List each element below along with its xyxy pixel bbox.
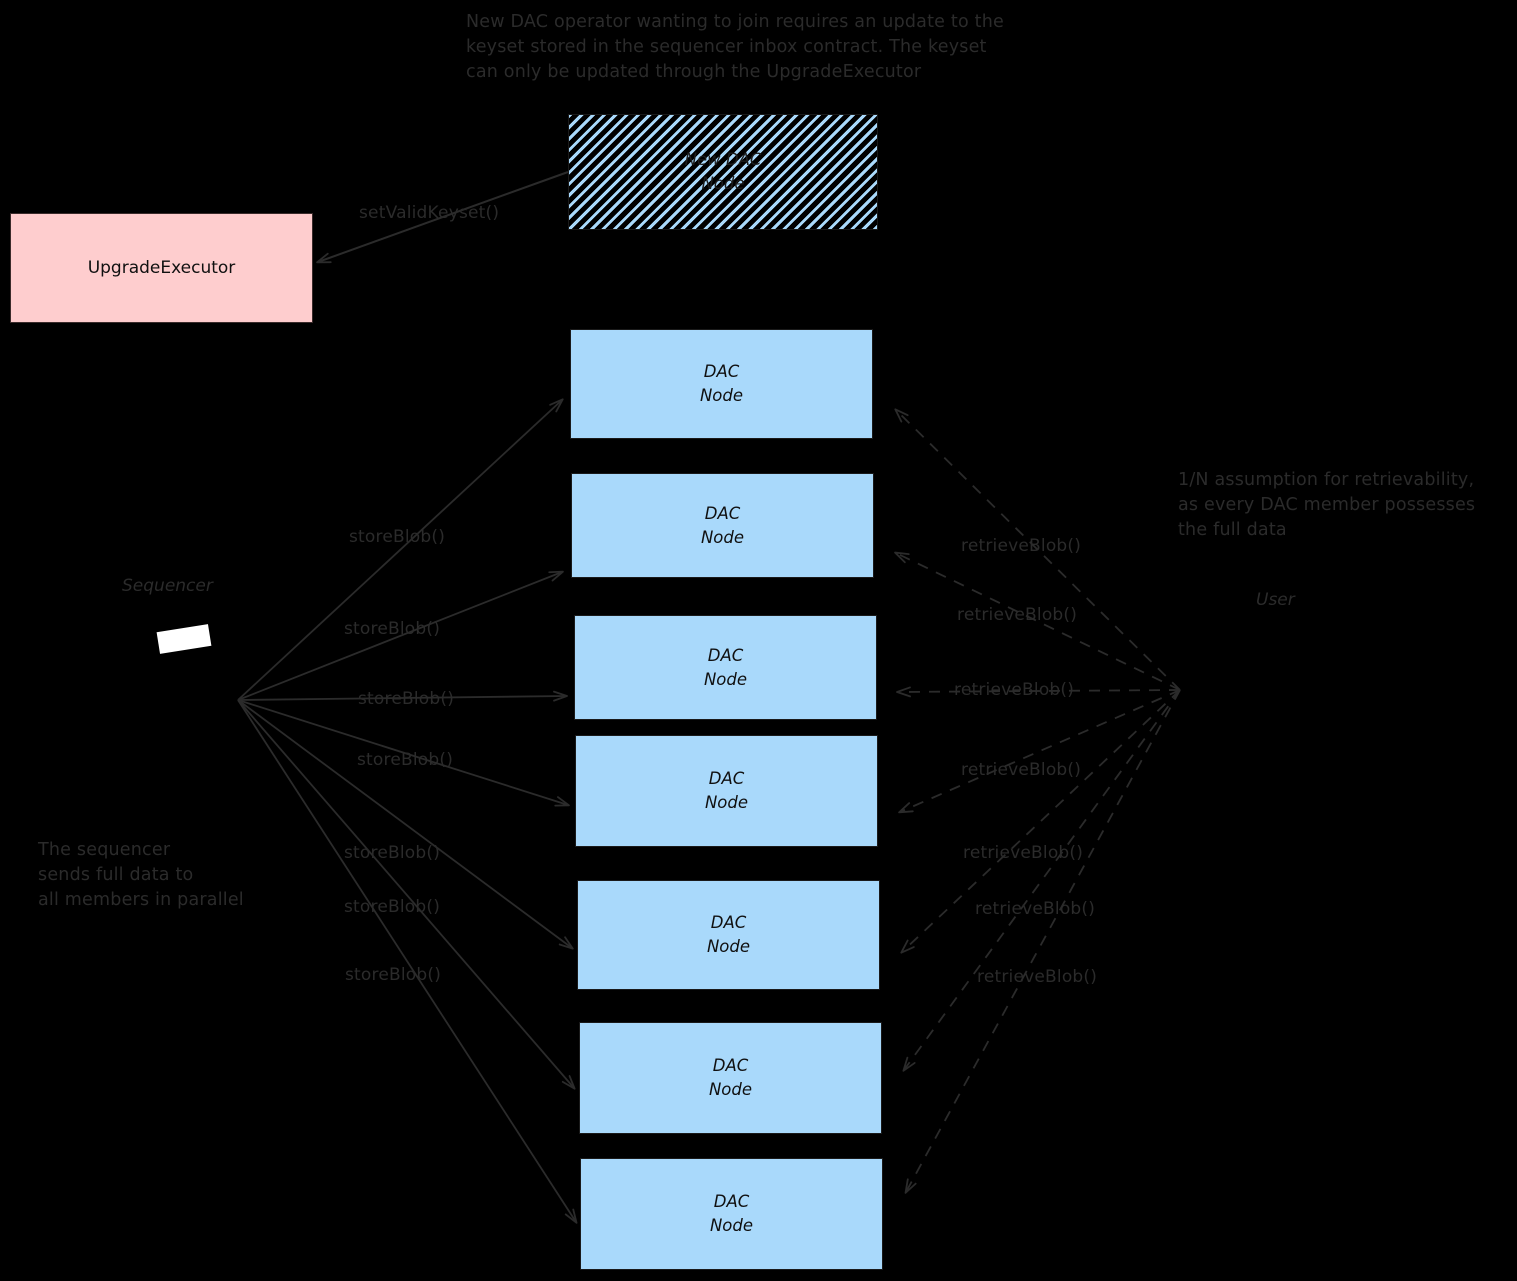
edge-retrieve-blob-5 xyxy=(900,689,1181,954)
edge-label-retrieve-blob-2: retrieveBlob() xyxy=(957,605,1078,625)
edge-label-retrieve-blob-1: retrieveBlob() xyxy=(961,536,1082,556)
edge-retrieve-blob-1 xyxy=(894,408,1181,691)
edge-label-retrieve-blob-6: retrieveBlob() xyxy=(975,899,1096,919)
edge-store-blob-1 xyxy=(237,398,564,701)
dac-node-5-line1: DAC xyxy=(710,913,747,932)
dac-node-3-line2: Node xyxy=(703,669,748,689)
dac-node-7[interactable]: DAC Node xyxy=(580,1158,883,1270)
note-left: The sequencer sends full data to all mem… xyxy=(38,840,244,910)
new-dac-node-line2: Node xyxy=(701,174,745,193)
edge-store-blob-6 xyxy=(237,699,576,1090)
edge-set-valid-keyset xyxy=(316,171,569,264)
edge-label-store-blob-3: storeBlob() xyxy=(358,689,455,709)
edge-retrieve-blob-6 xyxy=(902,689,1181,1072)
dac-node-3-line1: DAC xyxy=(707,645,744,665)
dac-node-5[interactable]: DAC Node xyxy=(577,880,880,990)
edge-group-store-blob xyxy=(237,398,578,1224)
edge-label-store-blob-7: storeBlob() xyxy=(345,965,442,985)
dac-node-4-line2: Node xyxy=(704,793,749,812)
dac-node-1-line1: DAC xyxy=(703,362,740,381)
edge-label-set-valid-keyset: setValidKeyset() xyxy=(359,203,500,223)
dac-node-7-line1: DAC xyxy=(713,1192,750,1211)
edge-label-retrieve-blob-5: retrieveBlob() xyxy=(963,843,1084,863)
edge-retrieve-blob-4 xyxy=(898,689,1181,814)
dac-node-6[interactable]: DAC Node xyxy=(579,1022,882,1134)
dac-node-6-line2: Node xyxy=(708,1080,753,1099)
dac-node-4-line1: DAC xyxy=(708,769,745,788)
edge-retrieve-blob-2 xyxy=(894,551,1181,691)
new-dac-node-box[interactable]: New DAC Node xyxy=(568,114,878,230)
edge-label-store-blob-6: storeBlob() xyxy=(344,897,441,917)
edge-label-retrieve-blob-7: retrieveBlob() xyxy=(977,967,1098,987)
edge-store-blob-3 xyxy=(237,690,568,702)
upgrade-executor-label: UpgradeExecutor xyxy=(87,258,236,278)
edge-label-store-blob-4: storeBlob() xyxy=(357,750,454,770)
dac-node-2-line1: DAC xyxy=(704,503,741,523)
edge-label-retrieve-blob-3: retrieveBlob() xyxy=(954,680,1075,700)
edge-store-blob-7 xyxy=(237,699,578,1224)
edge-retrieve-blob-7 xyxy=(904,689,1181,1194)
note-right: 1/N assumption for retrievability, as ev… xyxy=(1178,470,1476,540)
note-top: New DAC operator wanting to join require… xyxy=(466,12,1004,82)
dac-node-2[interactable]: DAC Node xyxy=(571,473,874,578)
dac-node-1[interactable]: DAC Node xyxy=(570,329,873,439)
edge-store-blob-4 xyxy=(237,699,570,807)
edge-store-blob-2 xyxy=(237,570,564,701)
new-dac-node-line1: New DAC xyxy=(684,150,762,169)
user-label: User xyxy=(1256,590,1295,610)
dac-node-7-line2: Node xyxy=(709,1216,754,1235)
edge-retrieve-blob-3 xyxy=(896,686,1181,698)
edge-label-store-blob-1: storeBlob() xyxy=(349,527,446,547)
sequencer-label: Sequencer xyxy=(122,576,213,596)
edge-label-retrieve-blob-4: retrieveBlob() xyxy=(961,760,1082,780)
dac-node-3[interactable]: DAC Node xyxy=(574,615,877,720)
dac-node-2-line2: Node xyxy=(700,527,745,547)
dac-node-4[interactable]: DAC Node xyxy=(575,735,878,847)
dac-node-1-line2: Node xyxy=(699,386,744,405)
dac-node-5-line2: Node xyxy=(706,937,751,956)
edge-label-store-blob-5: storeBlob() xyxy=(344,843,441,863)
edge-label-store-blob-2: storeBlob() xyxy=(344,619,441,639)
edge-store-blob-5 xyxy=(237,699,574,950)
upgrade-executor-box[interactable]: UpgradeExecutor xyxy=(10,213,313,323)
edge-group-retrieve-blob xyxy=(894,408,1181,1194)
dac-node-6-line1: DAC xyxy=(712,1056,749,1075)
